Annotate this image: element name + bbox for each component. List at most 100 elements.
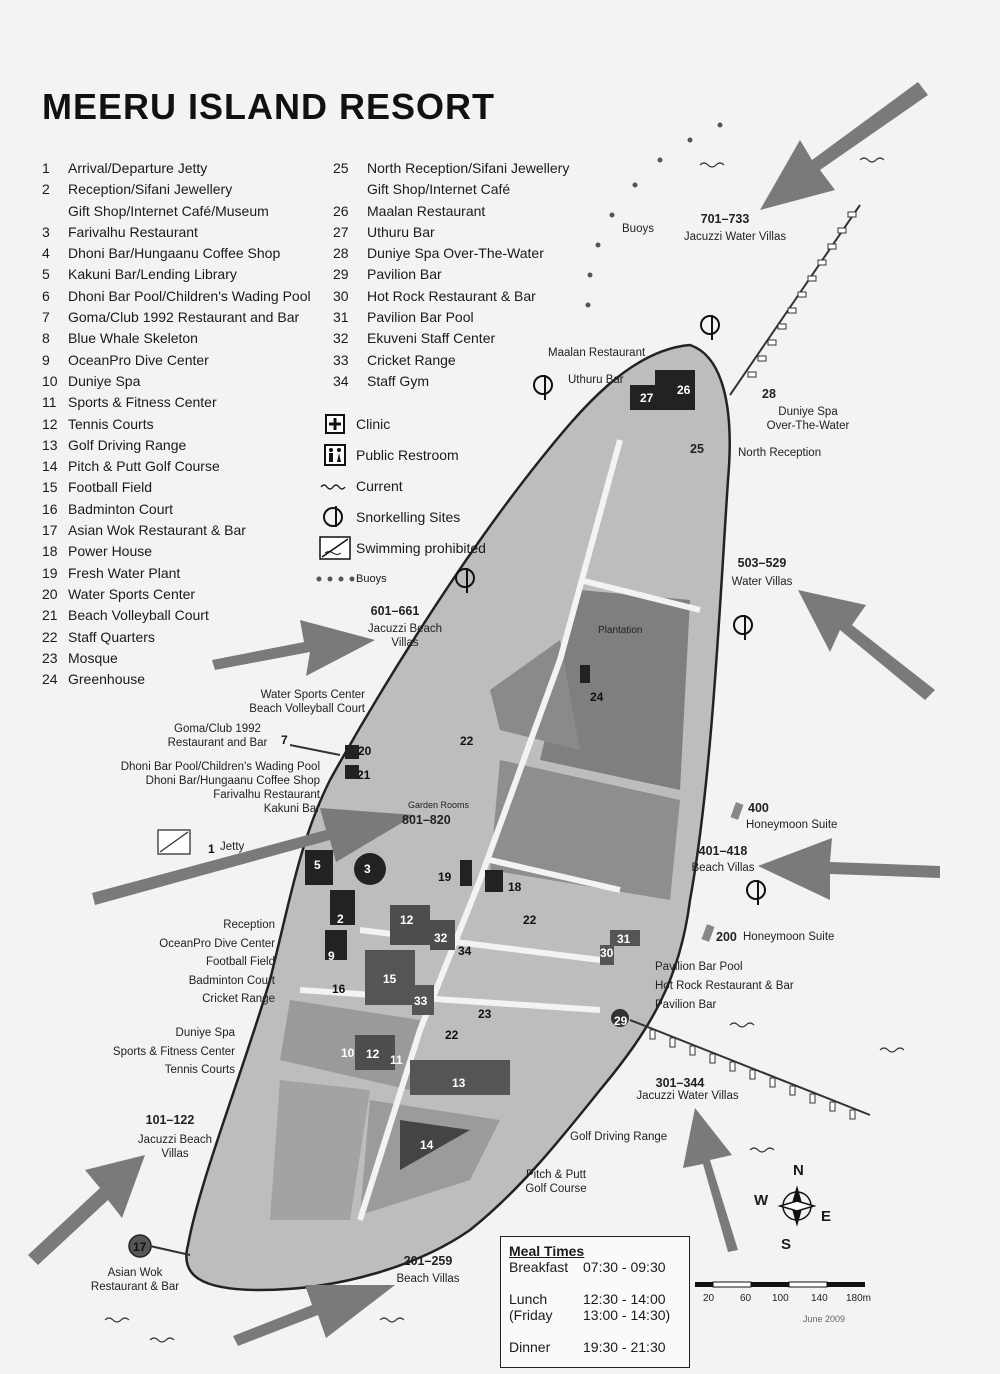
compass-w: W [754,1192,769,1209]
legend-number: 11 [42,394,57,411]
meal-row: Dinner 19:30 - 21:30 [509,1339,681,1355]
building-number: 10 [341,1046,355,1060]
meal-time: 12:30 - 14:00 [583,1291,666,1307]
scale-tick: 20 [703,1293,715,1304]
legend-number: 14 [42,458,58,475]
compass-s: S [781,1236,792,1253]
building-number: 31 [617,932,631,946]
legend-label: Football Field [68,479,153,496]
building-number: 2 [337,912,344,926]
key-label: Buoys [356,572,387,585]
legend-label: North Reception/Sifani Jewellery [367,160,570,176]
label-duniye-water: Duniye Spa Over-The-Water [766,406,850,432]
legend-item: Gift Shop/Internet Café/Museum [42,201,311,222]
legend-number: 8 [42,330,50,347]
buoys-dots [585,122,723,308]
legend-label: Pavilion Bar Pool [367,309,474,326]
label-dhoni-block: Dhoni Bar Pool/Children's Wading Pool Dh… [120,761,320,815]
building-number: 3 [364,862,371,876]
label-villas-200: 200 [716,930,737,944]
label-villas-201: 201–259 [403,1254,453,1268]
label-reception-block: Reception OceanPro Dive Center Football … [159,919,275,1005]
label-villas-701: 701–733 [700,212,750,226]
legend-label: Reception/Sifani Jewellery [68,181,233,198]
key-label: Current [356,477,403,494]
key-label: Snorkelling Sites [356,508,461,525]
building-number: 20 [358,744,372,758]
villa-dots-south [649,1029,856,1120]
label-jetty: Jetty [220,841,245,853]
legend-number: 7 [42,309,50,326]
label-honeymoon-200: Honeymoon Suite [743,931,835,943]
label-garden-rooms: Garden Rooms [408,800,470,810]
label-honeymoon-400: Honeymoon Suite [746,819,838,831]
water-villa-piers [149,204,871,1256]
legend-number: 1 [42,160,50,176]
restroom-icon [314,443,356,466]
villa-dots-north [747,211,857,378]
label-villas-401: 401–418 [698,844,748,858]
legend-label: Fresh Water Plant [68,564,181,581]
label-villas-401-sub: Beach Villas [691,862,755,874]
legend-label: Dhoni Bar Pool/Children's Wading Pool [68,287,311,304]
building-number: 27 [640,391,654,405]
label-buoys: Buoys [622,223,654,235]
no-swimming-icon [314,535,356,560]
building-number: 33 [414,994,428,1008]
building-number: 9 [328,949,335,963]
meal-label: Lunch [509,1291,548,1307]
label-villas-201-sub: Beach Villas [396,1273,460,1285]
legend-label: Water Sports Center [68,585,196,602]
scale-date: June 2009 [803,1314,846,1324]
key-label: Clinic [356,415,391,432]
legend-label: Badminton Court [68,500,174,517]
legend-number: 28 [333,245,349,262]
meal-label: Breakfast [509,1259,569,1275]
key-restroom: Public Restroom [314,439,486,470]
legend-item: Gift Shop/Internet Café [333,179,569,200]
legend-label: Pavilion Bar [367,266,442,283]
current-icon [314,481,356,491]
label-north-reception: North Reception [738,447,822,459]
legend-label: Cricket Range [367,351,456,368]
meal-label: (Friday [509,1307,553,1323]
label-villas-601: 601–661 [370,604,420,618]
key-no-swimming: Swimming prohibited [314,532,486,563]
legend-number: 24 [42,671,58,688]
pointer-arrows [28,82,940,1346]
legend-number: 16 [42,500,58,517]
building-number: 11 [390,1053,403,1067]
legend-label: Duniye Spa Over-The-Water [367,245,544,262]
legend-number: 12 [42,415,58,432]
legend-number: 23 [42,649,58,666]
key-label: Swimming prohibited [356,539,486,556]
legend-label: Uthuru Bar [367,223,435,240]
legend-label: Gift Shop/Internet Café [367,181,511,198]
buildings [305,370,695,1170]
legend-number: 32 [333,330,349,347]
building-number: 5 [314,858,321,872]
golf-zone [360,1100,500,1215]
building-number: 32 [434,931,448,945]
building-number: 30 [600,946,614,960]
legend-number: 27 [333,223,349,240]
building-number: 15 [383,972,397,986]
meal-row: Lunch 12:30 - 14:00 [509,1291,681,1307]
label-villas-701-sub: Jacuzzi Water Villas [683,231,787,243]
